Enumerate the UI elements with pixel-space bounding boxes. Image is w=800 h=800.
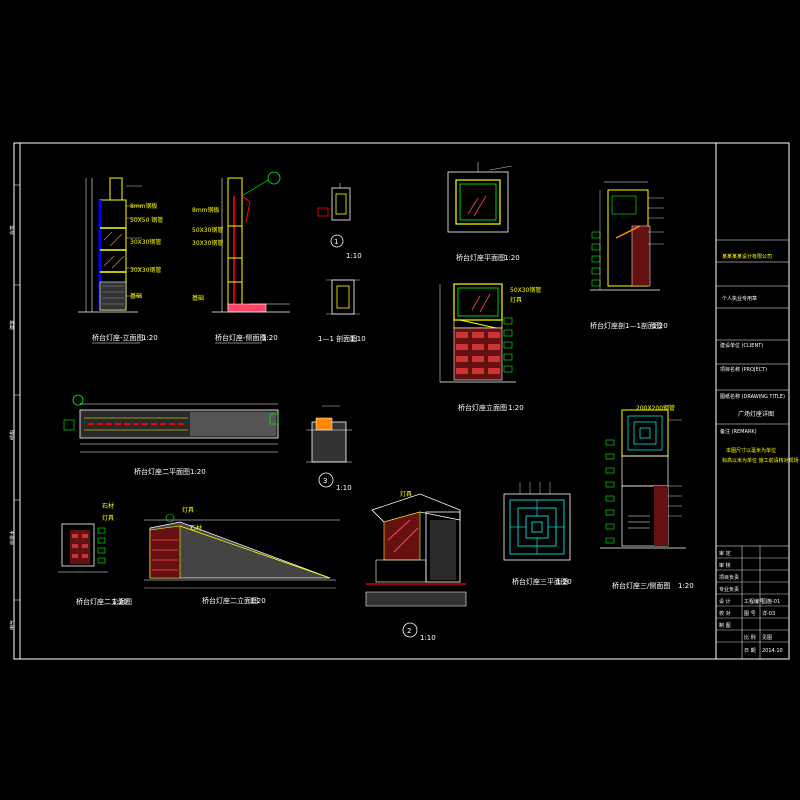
tb-info-val-3: 见图 bbox=[762, 635, 772, 641]
detail-1: 1 1:10 bbox=[317, 183, 362, 260]
d3-number: 3 bbox=[323, 477, 327, 485]
elev3-note-1: 200X200钢管 bbox=[636, 404, 675, 412]
tb-sign-3: 项目负责 bbox=[719, 574, 739, 581]
v2-note-2: 50X30钢管 bbox=[192, 226, 223, 234]
view-elevation-2: 8mm钢板 50X30钢管 30X30钢管 基础 桥台灯座-侧面图 1:20 bbox=[192, 171, 290, 344]
elev2-scale: 1:20 bbox=[508, 404, 524, 412]
v1-note-4: 30X30钢管 bbox=[130, 266, 161, 274]
title-block: 某某某某设计有限公司 个人执业专用章 建设单位 (CLIENT) 项目名称 (P… bbox=[716, 239, 799, 659]
sec-right-scale: 1:20 bbox=[652, 322, 668, 330]
tb-title-value: 广场灯座详图 bbox=[738, 410, 774, 418]
d1-number: 1 bbox=[334, 238, 338, 246]
tb-sign-5: 设 计 bbox=[719, 598, 731, 605]
tb-project-label: 项目名称 (PROJECT) bbox=[720, 366, 767, 373]
tb-info-val-1: 园施-01 bbox=[762, 598, 780, 605]
side-text-2: 建筑 bbox=[9, 320, 16, 330]
tb-stamp: 个人执业专用章 bbox=[722, 295, 757, 302]
elev3-scale: 1:20 bbox=[678, 582, 694, 590]
tb-client-label: 建设单位 (CLIENT) bbox=[720, 342, 763, 349]
slope-note-2: 石材 bbox=[190, 524, 202, 532]
section-1-1: 1—1 剖面图 1:10 bbox=[318, 279, 366, 343]
view-long-plan: 桥台灯座二平面图 1:20 bbox=[63, 394, 279, 476]
detail-3: 3 1:10 bbox=[306, 405, 352, 492]
tb-sign-2: 审 核 bbox=[719, 562, 731, 569]
small-elev-scale: 1:20 bbox=[112, 598, 128, 606]
view-elevation-1: 8mm钢板 50X50 钢管 30X30钢管 30X30钢管 基础 桥台灯座-立… bbox=[78, 177, 163, 344]
v1-note-2: 50X50 钢管 bbox=[130, 216, 163, 224]
slope-title: 桥台灯座二立面图 bbox=[202, 596, 258, 605]
plan1-title: 桥台灯座平面图 bbox=[456, 253, 505, 262]
tb-info-val-4: 2014.10 bbox=[762, 648, 783, 654]
d2-scale: 1:10 bbox=[420, 634, 436, 642]
small-elev-note-2: 灯具 bbox=[102, 514, 114, 522]
small-elev-note-1: 石材 bbox=[102, 502, 114, 510]
side-text-4: 给排水 bbox=[9, 530, 16, 545]
tb-info-val-2: 详-03 bbox=[762, 610, 775, 617]
tb-info-label-1: 工程编号 bbox=[744, 598, 764, 605]
elev-mid-note-1: 50X30钢管 bbox=[510, 286, 541, 294]
v2-note-3: 30X30钢管 bbox=[192, 239, 223, 247]
v1-scale: 1:20 bbox=[142, 334, 158, 342]
sec-right-title: 桥台灯座剖1—1剖面图 bbox=[590, 321, 662, 330]
tb-info-label-4: 日 期 bbox=[744, 648, 756, 654]
elev-mid-note-2: 灯具 bbox=[510, 296, 522, 304]
plan3-scale: 1:20 bbox=[556, 578, 572, 586]
long-plan-scale: 1:20 bbox=[190, 468, 206, 476]
slope-scale: 1:20 bbox=[250, 597, 266, 605]
d3-scale: 1:10 bbox=[336, 484, 352, 492]
view-section-right: 桥台灯座剖1—1剖面图 1:20 bbox=[590, 181, 668, 330]
tb-company: 某某某某设计有限公司 bbox=[722, 253, 772, 260]
side-sign-strip: 会签 建筑 结构 给排水 电气 bbox=[9, 184, 20, 630]
side-text-5: 电气 bbox=[9, 620, 16, 630]
tb-info-label-2: 图 号 bbox=[744, 611, 756, 617]
d1-scale: 1:10 bbox=[346, 252, 362, 260]
tb-sign-6: 校 对 bbox=[719, 610, 731, 617]
view-small-elevation: 石材 灯具 桥台灯座二立面图 1:20 bbox=[58, 502, 132, 606]
elev2-title: 桥台灯座立面图 bbox=[458, 403, 507, 412]
v2-note-1: 8mm钢板 bbox=[192, 206, 220, 214]
tb-title-label: 图纸名称 (DRAWING TITLE) bbox=[720, 393, 785, 400]
v2-note-4: 基础 bbox=[192, 294, 204, 302]
view-plan-1: 桥台灯座平面图 1:20 bbox=[447, 162, 520, 262]
d2-number: 2 bbox=[407, 627, 411, 635]
long-plan-title: 桥台灯座二平面图 bbox=[134, 467, 190, 476]
sec11-scale: 1:10 bbox=[350, 335, 366, 343]
d2-note-1: 灯具 bbox=[400, 490, 412, 498]
v1-note-1: 8mm钢板 bbox=[130, 202, 158, 210]
sec11-title: 1—1 剖面图 bbox=[318, 334, 357, 343]
tb-remark-2: 标高以米为单位 施工前请核对现场 bbox=[722, 457, 799, 464]
tb-sign-4: 专业负责 bbox=[719, 586, 739, 593]
view-elevation-3: 200X200钢管 桥台灯座三/侧面图 1:20 bbox=[600, 404, 694, 590]
view-elevation-mid: 50X30钢管 灯具 桥台灯座立面图 1:20 bbox=[439, 283, 541, 412]
v1-note-3: 30X30钢管 bbox=[130, 238, 161, 246]
tb-remark-1: 本图尺寸以毫米为单位 bbox=[726, 447, 776, 454]
side-text-1: 会签 bbox=[9, 225, 16, 235]
v1-title: 桥台灯座-立面图 bbox=[92, 333, 144, 342]
slope-note-1: 灯具 bbox=[182, 506, 194, 514]
plan3-title: 桥台灯座三平面图 bbox=[512, 577, 568, 586]
elev3-title: 桥台灯座三/侧面图 bbox=[612, 581, 670, 590]
view-plan-3: 桥台灯座三平面图 1:20 bbox=[503, 482, 572, 586]
detail-2: 灯具 2 1:10 bbox=[365, 490, 467, 642]
v2-title: 桥台灯座-侧面图 bbox=[215, 333, 267, 342]
v2-scale: 1:20 bbox=[262, 334, 278, 342]
view-slope-elevation: 灯具 石材 桥台灯座二立面图 1:20 bbox=[144, 506, 340, 605]
v1-note-5: 基础 bbox=[130, 292, 142, 300]
tb-sign-7: 制 图 bbox=[719, 622, 731, 629]
tb-info-label-3: 比 例 bbox=[744, 634, 756, 641]
plan1-scale: 1:20 bbox=[504, 254, 520, 262]
small-elev-title: 桥台灯座二立面图 bbox=[76, 597, 132, 606]
side-text-3: 结构 bbox=[9, 430, 16, 440]
tb-sign-1: 审 定 bbox=[719, 550, 731, 557]
tb-remark-label: 备注 (REMARK) bbox=[720, 428, 757, 435]
